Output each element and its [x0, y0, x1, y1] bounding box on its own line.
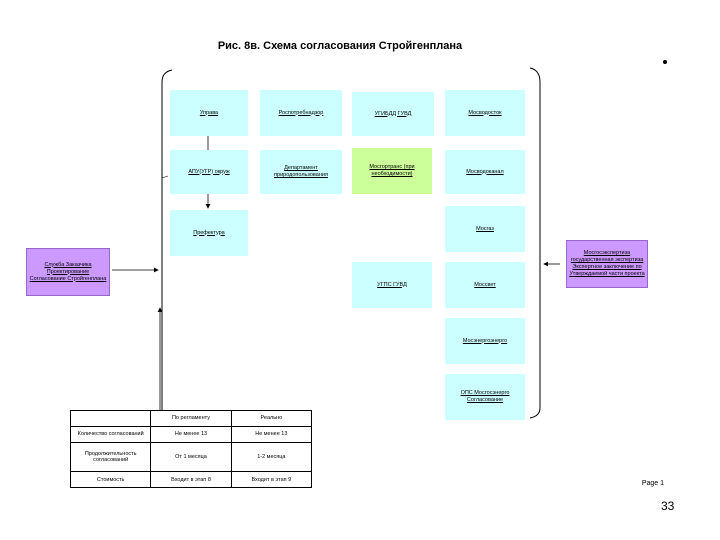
table-header-row: По регламенту Реально [69, 410, 313, 427]
box-ugibdd: УГИБДД ГУВД [352, 92, 434, 136]
table-cell: От 1 месяца [150, 441, 232, 473]
table-cell: 1-2 месяца [230, 441, 313, 473]
right-bracket [529, 67, 541, 419]
table-cell: Входит в этап 9 [230, 471, 313, 488]
page-label: Page 1 [641, 480, 664, 487]
box-sluzhba: Служба Заказчика Проектирование Согласов… [26, 248, 110, 296]
box-mosexpertiza: Мосгосэкспертиза государственная эксперт… [566, 240, 648, 288]
table-cell: Входит в этап 8 [150, 471, 232, 488]
diagram-title: Рис. 8в. Схема согласования Стройгенплан… [217, 40, 463, 52]
page-number: 33 [661, 499, 675, 513]
table-header-cell: Реально [230, 410, 313, 427]
box-uprava: Управа [170, 90, 248, 136]
box-apu: АПУ(УГР) окруж [170, 150, 248, 194]
table-cell: Не менее 13 [230, 425, 313, 443]
box-mosvodokanal: Мосводоканал [445, 150, 525, 194]
table-cell: Стоимость [69, 471, 152, 488]
box-mosvodostok: Мосводосток [445, 90, 525, 136]
box-mosenergo: Мосэнергоэнерго [445, 318, 525, 364]
table-header-cell [69, 410, 152, 427]
comparison-table: По регламенту Реально Количество согласо… [69, 410, 313, 488]
left-bracket-arrow [161, 175, 169, 179]
table-cell: Количество согласований [69, 425, 152, 443]
box-mosgortrans: Мосгортранс (при необходимости) [352, 148, 432, 194]
box-ugps: УГПС ГУВД [352, 262, 432, 308]
box-prefektura: Префектура [170, 210, 248, 256]
left-bracket [161, 69, 173, 410]
table-row: Продолжительность согласований От 1 меся… [69, 441, 313, 473]
bullet-dot [663, 60, 667, 64]
table-row: Количество согласований Не менее 13 Не м… [69, 425, 313, 443]
box-priroda: Департамент природопользования [260, 150, 342, 194]
table-header-cell: По регламенту [150, 410, 232, 427]
box-ops: ОПС Мосгосэнерго Согласование [445, 374, 525, 420]
table-row: Стоимость Входит в этап 8 Входит в этап … [69, 471, 313, 488]
box-mossvet: Моссвет [445, 262, 525, 308]
box-rospotreb: Роспотребнадзор [260, 90, 342, 136]
table-cell: Продолжительность согласований [69, 441, 152, 473]
box-mosgaz: Мосгаз [445, 206, 525, 252]
table-cell: Не менее 13 [150, 425, 232, 443]
